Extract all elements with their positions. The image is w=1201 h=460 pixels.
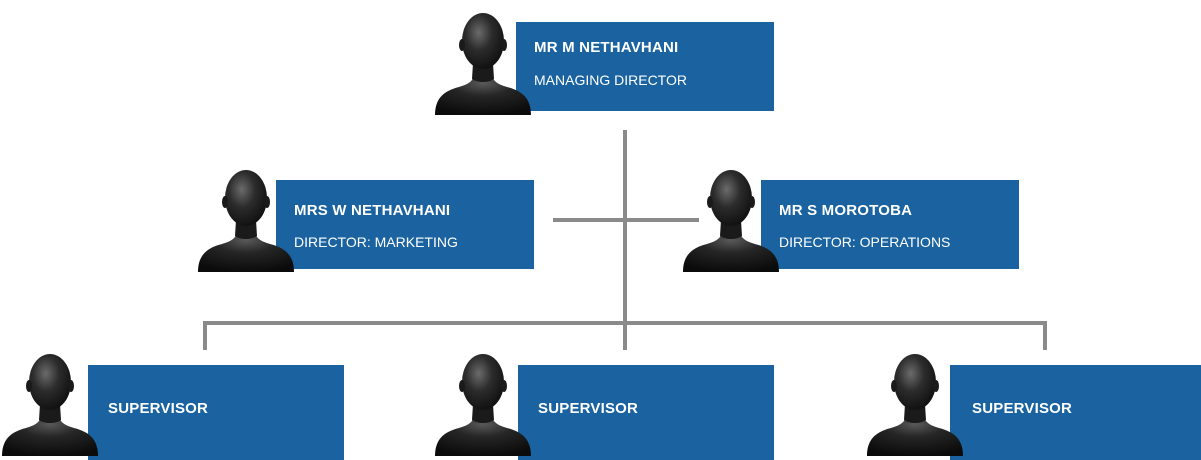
person-silhouette-icon xyxy=(0,348,100,456)
node-director-marketing: MRS W NETHAVHANI DIRECTOR: MARKETING xyxy=(276,180,534,269)
person-silhouette-icon xyxy=(865,348,965,456)
node-role: MANAGING DIRECTOR xyxy=(534,72,687,88)
node-name: SUPERVISOR xyxy=(972,400,1073,417)
person-silhouette-icon xyxy=(681,164,781,272)
node-role: DIRECTOR: OPERATIONS xyxy=(779,234,951,250)
person-silhouette-icon xyxy=(196,164,296,272)
node-name: MRS W NETHAVHANI xyxy=(294,202,451,219)
connector-horizontal-supervisors xyxy=(203,321,1047,325)
node-name: SUPERVISOR xyxy=(538,400,639,417)
node-supervisor-2: SUPERVISOR xyxy=(518,365,774,460)
node-name: SUPERVISOR xyxy=(108,400,209,417)
node-supervisor-1: SUPERVISOR xyxy=(88,365,344,460)
node-managing-director: MR M NETHAVHANI MANAGING DIRECTOR xyxy=(516,22,774,111)
connector-drop-supervisor-3 xyxy=(1043,321,1047,350)
node-supervisor-3: SUPERVISOR xyxy=(950,365,1201,460)
node-role: DIRECTOR: MARKETING xyxy=(294,234,458,250)
connector-vertical-main xyxy=(623,130,627,350)
connector-horizontal-directors xyxy=(553,218,699,222)
person-silhouette-icon xyxy=(433,7,533,115)
person-silhouette-icon xyxy=(433,348,533,456)
node-name: MR S MOROTOBA xyxy=(779,202,913,219)
connector-drop-supervisor-1 xyxy=(203,321,207,350)
node-director-operations: MR S MOROTOBA DIRECTOR: OPERATIONS xyxy=(761,180,1019,269)
node-name: MR M NETHAVHANI xyxy=(534,39,679,56)
